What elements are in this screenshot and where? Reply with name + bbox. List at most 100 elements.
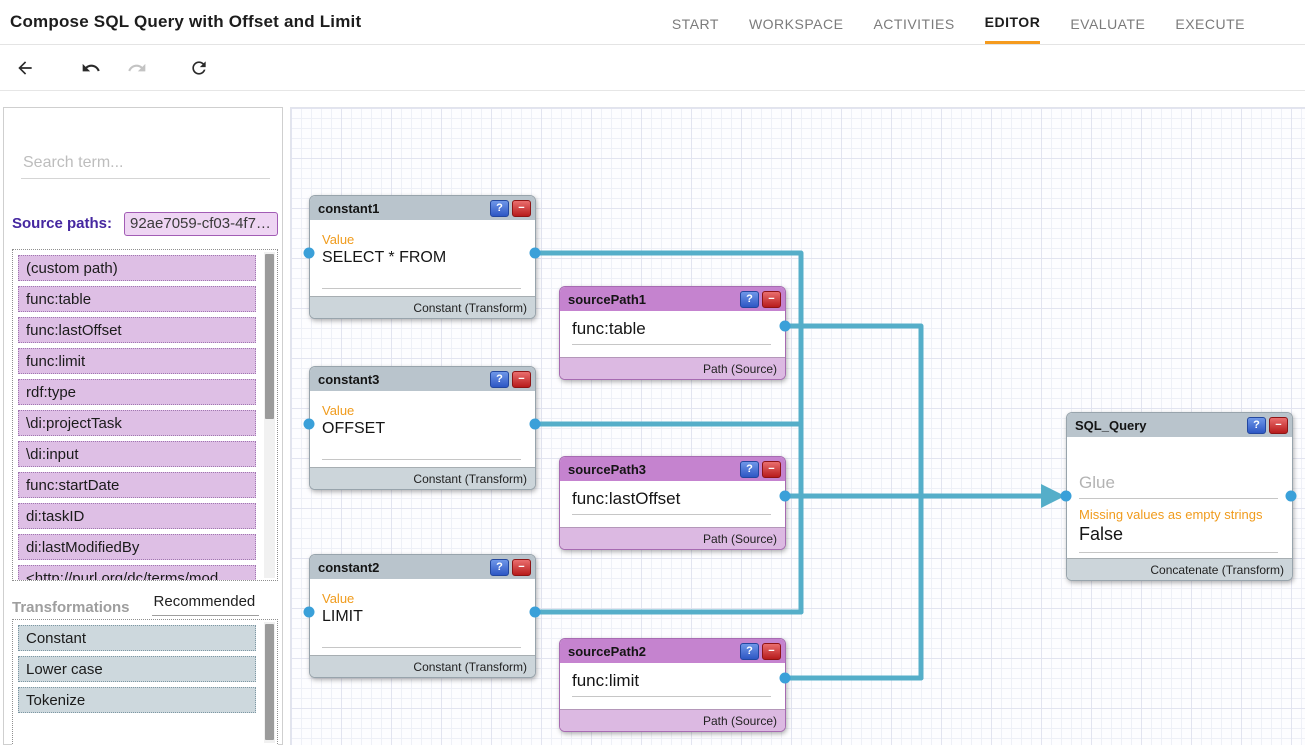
node-header[interactable]: sourcePath3 ? −	[560, 457, 785, 481]
remove-button[interactable]: −	[762, 290, 781, 308]
help-button[interactable]: ?	[740, 290, 759, 308]
paths-scrollbar-thumb[interactable]	[265, 254, 274, 419]
node-constant2[interactable]: constant2 ? − Value LIMIT Constant (Tran…	[309, 554, 536, 678]
field-underline	[322, 288, 521, 289]
field-underline	[572, 696, 771, 697]
wire-arrowhead	[1041, 484, 1065, 508]
nav-tab[interactable]: EDITOR	[984, 0, 1041, 44]
source-path-item[interactable]: func:limit	[18, 348, 256, 374]
back-arrow-icon[interactable]	[14, 57, 36, 79]
transformations-scrollbar-thumb[interactable]	[265, 624, 274, 740]
source-path-item[interactable]: \di:input	[18, 441, 256, 467]
transformations-label: Transformations	[12, 599, 130, 616]
source-paths-list: (custom path) func:table func:lastOffset…	[12, 249, 278, 581]
help-button[interactable]: ?	[1247, 416, 1266, 434]
redo-icon	[126, 57, 148, 79]
field-value[interactable]: func:limit	[572, 671, 640, 690]
node-header[interactable]: SQL_Query ? −	[1067, 413, 1292, 437]
field-value[interactable]: False	[1079, 524, 1124, 544]
node-body: Value LIMIT	[310, 579, 535, 655]
remove-button[interactable]: −	[1269, 416, 1288, 434]
nav-tab[interactable]: START	[671, 15, 719, 32]
remove-button[interactable]: −	[762, 460, 781, 478]
field-value[interactable]: OFFSET	[322, 420, 386, 437]
node-title: SQL_Query	[1075, 417, 1147, 433]
refresh-icon[interactable]	[188, 57, 210, 79]
help-button[interactable]: ?	[490, 558, 509, 576]
source-path-item[interactable]: (custom path)	[18, 255, 256, 281]
source-paths-items: (custom path) func:table func:lastOffset…	[13, 250, 277, 580]
remove-button[interactable]: −	[512, 199, 531, 217]
node-header[interactable]: constant1 ? −	[310, 196, 535, 220]
source-path-item[interactable]: func:table	[18, 286, 256, 312]
node-type-label: Path (Source)	[560, 357, 785, 379]
paths-scrollbar[interactable]	[264, 252, 275, 578]
transformations-scrollbar[interactable]	[264, 622, 275, 743]
nav-tab[interactable]: ACTIVITIES	[873, 15, 955, 32]
field-value[interactable]: func:lastOffset	[572, 489, 681, 508]
field-underline	[322, 459, 521, 460]
source-paths-label: Source paths:	[12, 215, 113, 232]
remove-button[interactable]: −	[762, 642, 781, 660]
remove-button[interactable]: −	[512, 370, 531, 388]
node-constant1[interactable]: constant1 ? − Value SELECT * FROM Consta…	[309, 195, 536, 319]
transformation-item[interactable]: Constant	[18, 625, 256, 651]
node-type-label: Constant (Transform)	[310, 655, 535, 677]
recommended-tab[interactable]: Recommended	[151, 593, 260, 616]
node-header[interactable]: constant2 ? −	[310, 555, 535, 579]
app-header: Compose SQL Query with Offset and Limit …	[0, 0, 1305, 45]
node-header[interactable]: sourcePath1 ? −	[560, 287, 785, 311]
node-SQL_Query[interactable]: SQL_Query ? − Glue Missing values as emp…	[1066, 412, 1293, 581]
help-button[interactable]: ?	[490, 199, 509, 217]
node-sourcePath1[interactable]: sourcePath1 ? − func:table Path (Source)	[559, 286, 786, 380]
field-label: Value	[322, 232, 355, 247]
transformations-list: Constant Lower case Tokenize	[12, 619, 278, 745]
node-sourcePath3[interactable]: sourcePath3 ? − func:lastOffset Path (So…	[559, 456, 786, 550]
source-path-item[interactable]: rdf:type	[18, 379, 256, 405]
field-value[interactable]: SELECT * FROM	[322, 249, 447, 266]
source-path-item[interactable]: \di:projectTask	[18, 410, 256, 436]
source-paths-value[interactable]: 92ae7059-cf03-4f7…	[124, 212, 278, 236]
field-underline	[1079, 552, 1278, 553]
transformation-items: Constant Lower case Tokenize	[13, 620, 277, 723]
field-underline	[1079, 498, 1278, 499]
search-input[interactable]	[21, 148, 270, 179]
field-label: Missing values as empty strings	[1079, 507, 1263, 522]
undo-icon[interactable]	[80, 57, 102, 79]
node-title: sourcePath3	[568, 461, 647, 477]
node-sourcePath2[interactable]: sourcePath2 ? − func:limit Path (Source)	[559, 638, 786, 732]
node-type-label: Path (Source)	[560, 527, 785, 549]
wire-sourcepath1-to-sqlquery	[782, 323, 924, 681]
node-type-label: Path (Source)	[560, 709, 785, 731]
help-button[interactable]: ?	[740, 642, 759, 660]
editor-canvas[interactable]: constant1 ? − Value SELECT * FROM Consta…	[290, 107, 1305, 745]
node-body: func:limit	[560, 663, 785, 709]
node-header[interactable]: sourcePath2 ? −	[560, 639, 785, 663]
source-paths-row: Source paths: 92ae7059-cf03-4f7…	[12, 212, 278, 238]
nav-tab[interactable]: EXECUTE	[1175, 15, 1245, 32]
transformation-item[interactable]: Tokenize	[18, 687, 256, 713]
sidebar-panel: Source paths: 92ae7059-cf03-4f7… (custom…	[3, 107, 283, 745]
field-value[interactable]: func:table	[572, 319, 646, 338]
source-path-item[interactable]: di:lastModifiedBy	[18, 534, 256, 560]
source-path-item[interactable]: <http://purl.org/dc/terms/mod…	[18, 565, 256, 580]
source-path-item[interactable]: di:taskID	[18, 503, 256, 529]
transformation-item[interactable]: Lower case	[18, 656, 256, 682]
node-title: constant2	[318, 559, 380, 575]
nav-tab[interactable]: EVALUATE	[1070, 15, 1146, 32]
glue-field-placeholder[interactable]: Glue	[1079, 473, 1115, 492]
node-constant3[interactable]: constant3 ? − Value OFFSET Constant (Tra…	[309, 366, 536, 490]
nav-tab[interactable]: WORKSPACE	[748, 15, 844, 32]
source-path-item[interactable]: func:lastOffset	[18, 317, 256, 343]
source-path-item[interactable]: func:startDate	[18, 472, 256, 498]
node-header[interactable]: constant3 ? −	[310, 367, 535, 391]
field-label: Value	[322, 591, 355, 606]
remove-button[interactable]: −	[512, 558, 531, 576]
node-body: Value OFFSET	[310, 391, 535, 467]
help-button[interactable]: ?	[490, 370, 509, 388]
node-title: constant1	[318, 200, 380, 216]
field-value[interactable]: LIMIT	[322, 608, 363, 625]
help-button[interactable]: ?	[740, 460, 759, 478]
transformations-header: Transformations Recommended	[12, 593, 278, 616]
node-title: constant3	[318, 371, 380, 387]
